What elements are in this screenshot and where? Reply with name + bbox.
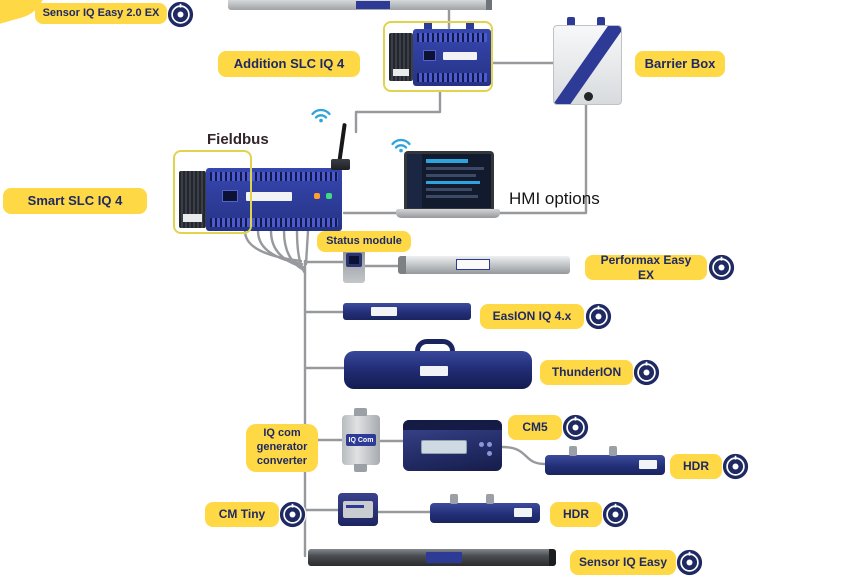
- iq-badge-icon[interactable]: [166, 0, 195, 29]
- din-bracket-icon: [567, 17, 575, 26]
- status-module-label[interactable]: Status module: [317, 231, 411, 252]
- terminal-strip: [210, 172, 338, 181]
- iq-badge-icon[interactable]: [675, 548, 704, 577]
- cm5-top-edge: [403, 420, 502, 430]
- bar-label-plate: [639, 460, 657, 469]
- status-led-icon: [314, 193, 320, 199]
- bar-label-plate: [356, 1, 390, 9]
- cable-gland-icon: [584, 92, 593, 101]
- cm-tiny-device: [338, 493, 378, 526]
- sensor-iq-easy-2-ex-label[interactable]: Sensor IQ Easy 2.0 EX: [35, 3, 167, 24]
- psu-label-plate: [393, 69, 409, 76]
- performax-easy-ex-label[interactable]: Performax Easy EX: [585, 253, 707, 282]
- module-label-plate: [246, 192, 292, 201]
- psu-label-plate: [183, 214, 202, 222]
- emitter-post-icon: [609, 446, 617, 456]
- sensor-iq-easy-bar-device: [308, 549, 556, 566]
- module-label-plate: [443, 52, 477, 60]
- sensor-iq-easy-2-ex-bar: [228, 0, 492, 10]
- smart-slc-device: [206, 168, 342, 231]
- hmi-options-label: HMI options: [509, 189, 600, 208]
- iq-badge-icon[interactable]: [632, 358, 661, 387]
- iq-badge-icon[interactable]: [278, 500, 307, 529]
- smart-slc-highlight-outline: [173, 150, 252, 234]
- addition-slc-label[interactable]: Addition SLC IQ 4: [218, 51, 360, 77]
- easion-bar-device: [343, 303, 471, 320]
- terminal-strip: [417, 73, 487, 82]
- smart-slc-label[interactable]: Smart SLC IQ 4: [3, 188, 147, 214]
- cm5-button-icon: [479, 442, 484, 447]
- cm-tiny-label-stripe: [346, 505, 364, 508]
- terminal-strip: [417, 33, 487, 42]
- iq-badge-icon[interactable]: [561, 413, 590, 442]
- module-display: [423, 50, 436, 61]
- hmi-laptop-screen: [404, 151, 494, 211]
- emitter-post-icon: [450, 494, 458, 504]
- terminal-strip: [210, 218, 338, 227]
- emitter-post-icon: [569, 446, 577, 456]
- connector-nub: [354, 408, 367, 416]
- bar-end-cap: [549, 549, 556, 566]
- bar-end-cap: [486, 0, 492, 10]
- iq-com-device: IQ Com: [342, 408, 380, 472]
- smart-slc-power-supply: [179, 171, 206, 228]
- iq-badge-icon[interactable]: [707, 253, 736, 282]
- addition-slc-power-supply: [389, 33, 413, 81]
- module-display: [222, 190, 238, 202]
- cm5-button-icon: [487, 442, 492, 447]
- din-bracket-icon: [466, 21, 474, 30]
- din-bracket-icon: [597, 17, 605, 26]
- barrier-box-label[interactable]: Barrier Box: [635, 51, 725, 77]
- bar-label-plate: [456, 259, 490, 270]
- easion-iq-label[interactable]: EasION IQ 4.x: [480, 304, 584, 329]
- iq-badge-icon[interactable]: [601, 500, 630, 529]
- sensor-iq-easy-label[interactable]: Sensor IQ Easy: [570, 550, 676, 575]
- bar-label-plate: [420, 366, 448, 376]
- hdr-lower-bar-device: [430, 494, 540, 523]
- bar-label-plate: [426, 552, 462, 563]
- thunderion-label[interactable]: ThunderION: [540, 360, 633, 385]
- cm5-display: [421, 440, 467, 454]
- hdr-upper-label[interactable]: HDR: [670, 454, 722, 479]
- connector-nub: [354, 464, 367, 472]
- iq-com-converter-label[interactable]: IQ com generator converter: [246, 424, 318, 472]
- emitter-post-icon: [486, 494, 494, 504]
- cm-tiny-label[interactable]: CM Tiny: [205, 502, 279, 527]
- cm5-button-icon: [487, 451, 492, 456]
- iq-badge-icon[interactable]: [584, 302, 613, 331]
- hdr-lower-label[interactable]: HDR: [550, 502, 602, 527]
- cm5-label[interactable]: CM5: [508, 415, 562, 440]
- cm5-device: [403, 420, 502, 471]
- laptop-display-content: [407, 154, 491, 208]
- hmi-laptop-base: [396, 209, 500, 218]
- din-bracket-icon: [424, 21, 432, 30]
- status-module-display: [349, 256, 359, 264]
- cm-tiny-face: [343, 501, 373, 518]
- bar-label-plate: [514, 508, 532, 517]
- bar-end-cap: [398, 256, 406, 274]
- fieldbus-label: Fieldbus: [207, 131, 269, 148]
- addition-slc-device: [413, 29, 491, 86]
- performax-bar-device: [398, 256, 570, 274]
- status-module-device: [343, 249, 365, 283]
- addition-slc-highlight-outline: [383, 21, 493, 92]
- iq-com-plate: IQ Com: [346, 434, 376, 446]
- status-led-icon: [326, 193, 332, 199]
- iq-badge-icon[interactable]: [721, 452, 750, 481]
- thunderion-handle: [415, 339, 455, 357]
- wifi-icon: [391, 138, 411, 153]
- hdr-upper-bar-device: [545, 446, 665, 475]
- bar-label-plate: [371, 307, 397, 316]
- antenna-base: [331, 159, 350, 170]
- thunderion-device: [344, 351, 532, 389]
- wifi-icon: [311, 108, 331, 123]
- barrier-box-device: [553, 25, 622, 105]
